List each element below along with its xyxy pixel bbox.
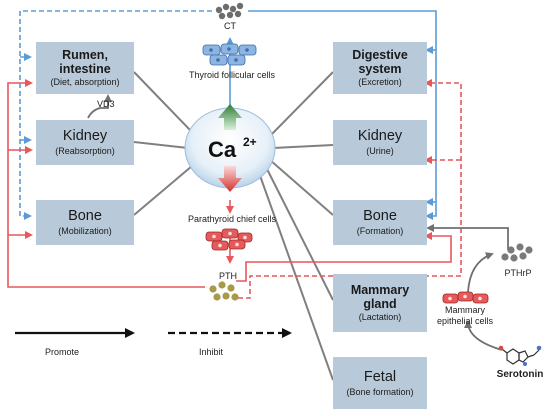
- box-title: Kidney: [357, 128, 403, 144]
- box-bone-right: Bone (Formation): [333, 200, 427, 245]
- legend-inhibit-label: Inhibit: [198, 347, 224, 357]
- box-subtitle: (Bone formation): [346, 386, 414, 397]
- parathyroid-cells-label: Parathyroid chief cells: [187, 214, 277, 224]
- box-title: gland: [363, 297, 397, 311]
- ca-ion-center: Ca 2+: [184, 104, 276, 192]
- ct-label: CT: [224, 21, 236, 31]
- box-kidney-left: Kidney (Reabsorption): [36, 120, 134, 165]
- ca-connector-lines: [133, 71, 334, 381]
- box-rumen-intestine: Rumen, intestine (Diet, absorption): [36, 42, 134, 94]
- box-bone-left: Bone (Mobilization): [36, 200, 134, 245]
- box-mammary-gland: Mammary gland (Lactation): [333, 274, 427, 332]
- mammary-cells-icon: [442, 291, 489, 304]
- box-digestive-system: Digestive system (Excretion): [333, 42, 427, 94]
- thyroid-cells-label: Thyroid follicular cells: [188, 70, 276, 80]
- box-subtitle: (Urine): [366, 146, 394, 156]
- box-subtitle: (Excretion): [358, 77, 402, 87]
- serotonin-molecule-icon: [498, 345, 542, 366]
- pth-molecule-icon: [209, 281, 239, 301]
- box-kidney-right: Kidney (Urine): [333, 120, 427, 165]
- ca-charge: 2+: [243, 135, 257, 149]
- parathyroid-cells-icon: [205, 228, 253, 251]
- box-title: Fetal: [363, 368, 397, 385]
- legend-promote-label: Promote: [44, 347, 80, 357]
- mammary-epithelial-cells-label: Mammary epithelial cells: [436, 305, 494, 326]
- box-fetal: Fetal (Bone formation): [333, 357, 427, 409]
- pthrp-label: PTHrP: [504, 268, 532, 278]
- box-title: Bone: [363, 208, 397, 224]
- box-title: Rumen,: [62, 48, 108, 62]
- ct-inhibit-lines: [19, 10, 212, 220]
- vd3-label: VD3: [97, 99, 115, 109]
- pthrp-molecule-icon: [501, 243, 533, 262]
- box-title: Bone: [68, 208, 102, 224]
- box-title: Kidney: [62, 128, 108, 144]
- ca-label: Ca: [208, 137, 237, 162]
- box-subtitle: (Mobilization): [58, 226, 112, 236]
- box-subtitle: (Lactation): [358, 312, 402, 322]
- box-title: system: [358, 62, 402, 76]
- box-title: Mammary: [350, 283, 410, 297]
- pth-label: PTH: [219, 271, 237, 281]
- box-subtitle: (Formation): [356, 226, 404, 236]
- box-subtitle: (Reabsorption): [55, 146, 115, 156]
- ct-molecule-icon: [215, 2, 244, 20]
- box-title: intestine: [59, 62, 111, 76]
- box-subtitle: (Diet, absorption): [50, 77, 120, 87]
- pth-inhibit-lines: [238, 79, 462, 299]
- box-title: Digestive: [352, 48, 408, 62]
- pth-promote-lines: [7, 79, 452, 288]
- serotonin-label: Serotonin: [496, 369, 544, 380]
- gray-regulation-arrows: [87, 94, 509, 351]
- thyroid-cells-icon: [202, 43, 257, 66]
